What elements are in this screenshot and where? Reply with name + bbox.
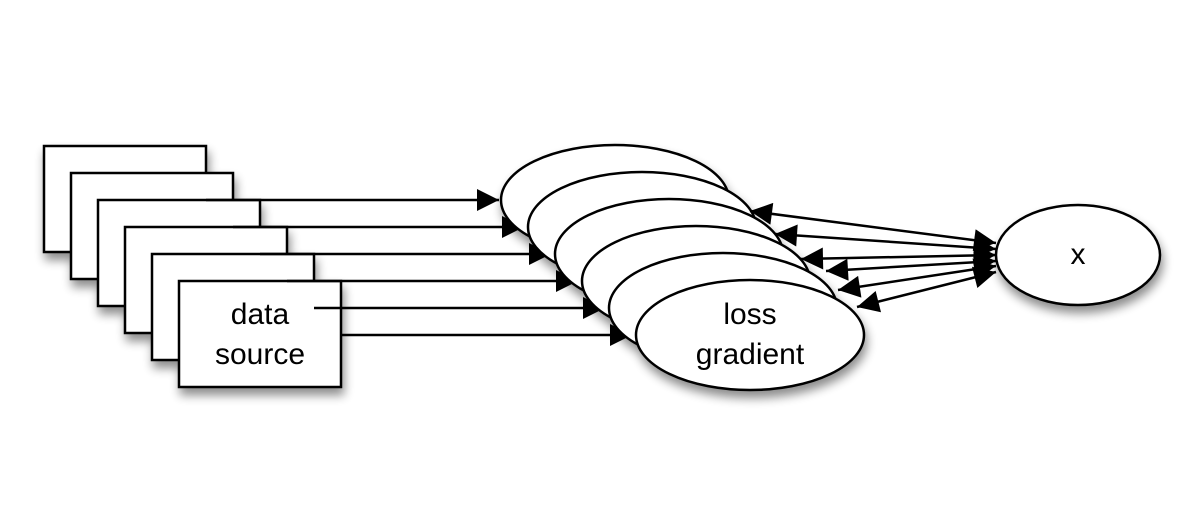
edge-gradient-x-3 — [800, 244, 997, 270]
data-source-stack — [42, 144, 343, 389]
loss-gradient-stack — [499, 143, 866, 392]
data-to-gradient-edges — [206, 189, 632, 346]
loss-gradient-label-line2: gradient — [696, 338, 805, 371]
data-source-box-front — [177, 279, 343, 389]
data-source-label-line2: source — [215, 338, 305, 371]
edge-gradient-x-1 — [749, 202, 997, 252]
data-source-label-line1: data — [231, 298, 290, 331]
gradient-x-edges — [749, 202, 997, 313]
edge-gradient-x-6 — [856, 266, 997, 313]
loss-gradient-node-front — [634, 278, 866, 392]
loss-gradient-label-line1: loss — [723, 298, 776, 331]
x-label: x — [1071, 238, 1086, 271]
edge-gradient-x-2 — [774, 224, 997, 259]
